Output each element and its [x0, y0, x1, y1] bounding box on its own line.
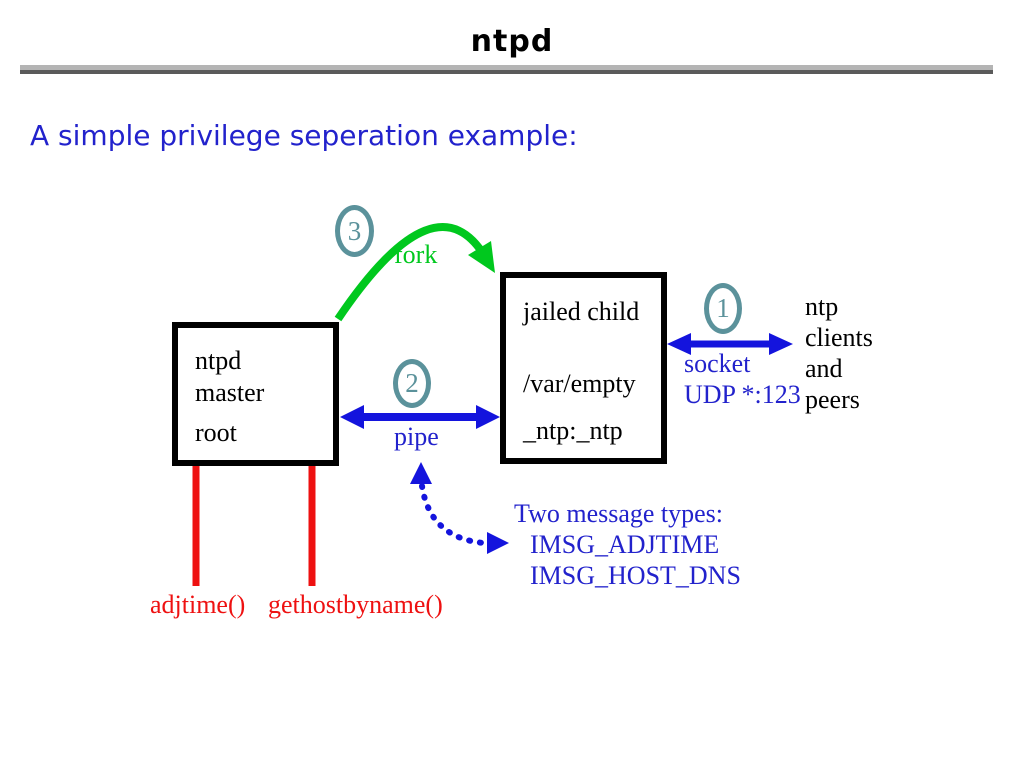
jailed-child-process-box: jailed child /var/empty _ntp:_ntp — [500, 272, 667, 464]
ntp-peers-label: ntp clients and peers — [805, 291, 873, 415]
page-title: ntpd — [470, 24, 554, 59]
peers-line: ntp — [805, 292, 839, 321]
step-number: 1 — [716, 293, 730, 323]
fork-arrow-icon — [334, 223, 495, 322]
master-box-line: root — [195, 418, 237, 447]
child-box-line: _ntp:_ntp — [523, 416, 623, 445]
message-dotted-arrow-icon — [410, 462, 509, 554]
step-badge-pipe: 2 — [393, 359, 431, 408]
master-process-box: ntpd master root — [172, 322, 339, 466]
header-rule-dark — [20, 70, 993, 74]
step-number: 2 — [405, 368, 419, 398]
gethostbyname-label: gethostbyname() — [268, 590, 443, 619]
peers-line: peers — [805, 385, 860, 414]
peers-line: and — [805, 354, 843, 383]
socket-label-line: socket — [684, 349, 751, 378]
slide-heading: A simple privilege seperation example: — [30, 119, 578, 152]
socket-label-line: UDP *:123 — [684, 380, 801, 409]
peers-line: clients — [805, 323, 873, 352]
message-types-title: Two message types: — [514, 499, 724, 528]
message-type-item: IMSG_HOST_DNS — [530, 561, 741, 590]
step-badge-fork: 3 — [335, 205, 374, 257]
fork-label: fork — [394, 240, 438, 269]
socket-arrow-icon — [667, 333, 793, 355]
header-rule — [20, 65, 993, 74]
master-box-line: master — [195, 378, 265, 407]
child-box-line: /var/empty — [523, 369, 636, 398]
adjtime-label: adjtime() — [150, 590, 246, 619]
pipe-arrow-icon — [340, 405, 500, 429]
child-box-line: jailed child — [523, 297, 640, 326]
message-type-item: IMSG_ADJTIME — [530, 530, 720, 559]
step-number: 3 — [347, 215, 362, 246]
pipe-label: pipe — [394, 422, 439, 451]
master-box-line: ntpd — [195, 346, 242, 375]
header-rule-light — [20, 65, 993, 70]
message-types-label: Two message types: IMSG_ADJTIME IMSG_HOS… — [514, 498, 741, 591]
step-badge-socket: 1 — [704, 283, 742, 334]
socket-label: socket UDP *:123 — [684, 348, 801, 410]
